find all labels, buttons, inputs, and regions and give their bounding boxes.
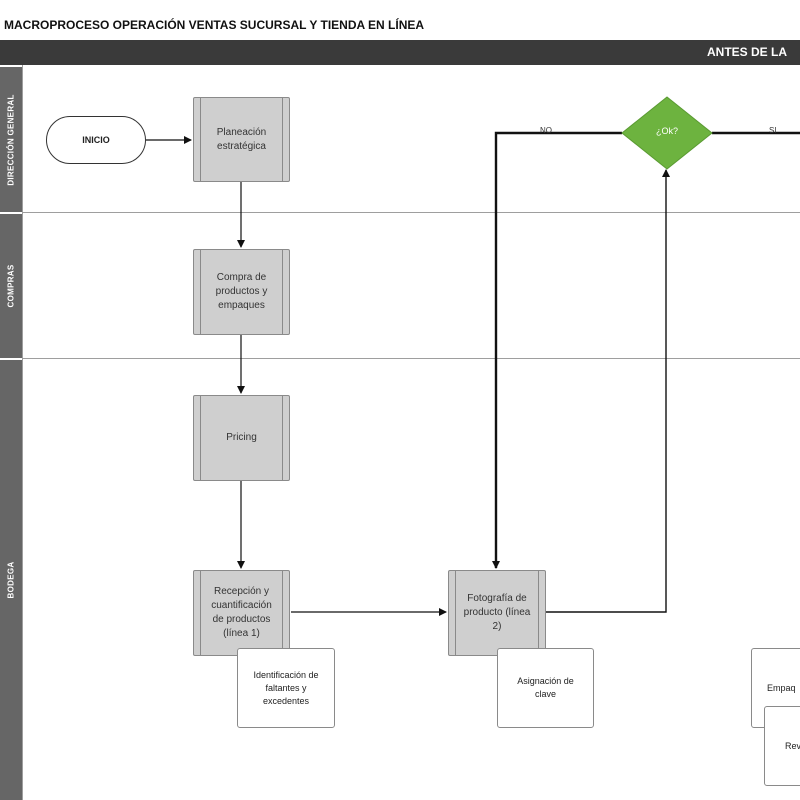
note-empaque-label: Empaq	[767, 682, 796, 693]
process-fotografia-label: Fotografía de producto (línea 2)	[463, 593, 531, 632]
process-compra-label: Compra de productos y empaques	[215, 272, 268, 311]
flow-label-no: NO	[540, 126, 552, 135]
flow-label-si: SI	[769, 126, 777, 135]
process-fotografia: Fotografía de producto (línea 2)	[448, 570, 546, 656]
process-recepcion-label: Recepción y cuantificación de productos …	[211, 586, 272, 639]
phase-header-label: ANTES DE LA	[707, 45, 788, 59]
decision-label: ¿Ok?	[655, 126, 678, 136]
lane-left-border	[22, 65, 23, 800]
note-identificacion-label: Identificación de faltantes y excedentes	[253, 669, 319, 706]
decision-diamond	[621, 96, 713, 170]
note-identificacion: Identificación de faltantes y excedentes	[237, 648, 335, 728]
process-recepcion: Recepción y cuantificación de productos …	[193, 570, 290, 656]
connector-fotografia-decision	[546, 169, 670, 613]
process-pricing-label: Pricing	[226, 432, 257, 443]
note-rev-label: Rev c	[785, 740, 800, 751]
phase-header-bar	[0, 40, 800, 65]
connector-decision-no	[492, 131, 622, 569]
lane-divider-1	[22, 212, 800, 213]
lane-divider-2	[22, 358, 800, 359]
start-terminal: INICIO	[46, 116, 146, 164]
note-asignacion: Asignación de clave	[497, 648, 594, 728]
diagram-title: MACROPROCESO OPERACIÓN VENTAS SUCURSAL Y…	[4, 18, 425, 32]
process-compra: Compra de productos y empaques	[193, 249, 290, 335]
lane-bar-direccion	[0, 67, 22, 212]
process-planeacion: Planeación estratégica	[193, 97, 290, 182]
start-label: INICIO	[82, 135, 110, 145]
process-planeacion-label: Planeación estratégica	[216, 126, 267, 152]
note-asignacion-label: Asignación de clave	[517, 676, 574, 699]
note-rev-partial: Rev c	[764, 706, 800, 786]
lane-bar-compras	[0, 214, 22, 358]
process-pricing: Pricing	[193, 395, 290, 481]
lane-bar-bodega	[0, 360, 22, 800]
